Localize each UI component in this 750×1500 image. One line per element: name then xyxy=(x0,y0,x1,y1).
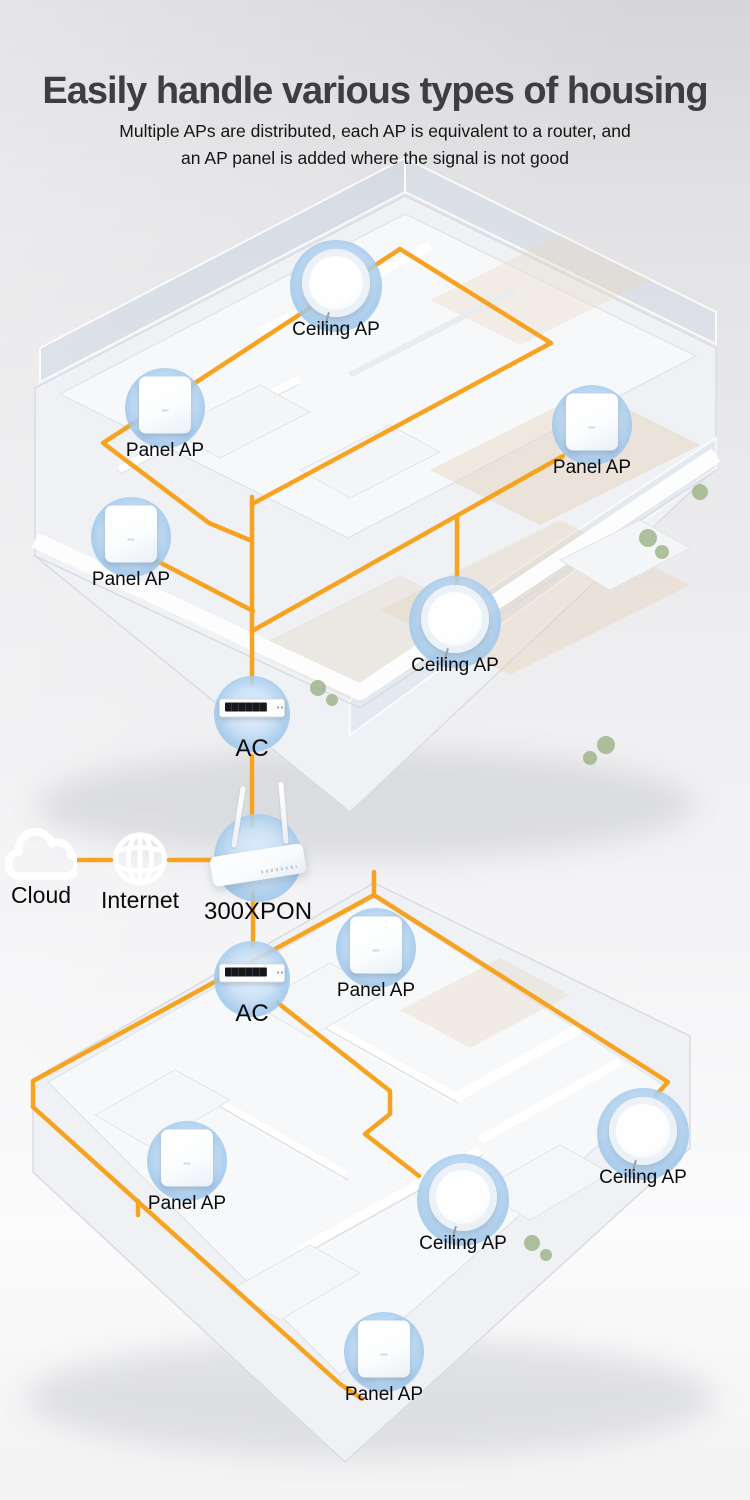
ac-label: AC xyxy=(235,1000,269,1027)
panel-ap-icon xyxy=(161,1129,213,1187)
panel-ap-marker-upper-2: Panel AP xyxy=(552,385,632,478)
ceiling-ap-icon xyxy=(429,1163,497,1232)
ceiling-ap-marker-upper-2: Ceiling AP xyxy=(409,576,501,676)
network-line-lower-left xyxy=(30,892,377,1402)
panel-ap-icon xyxy=(350,916,402,974)
ap-label: Ceiling AP xyxy=(292,319,380,340)
globe-icon xyxy=(113,832,167,886)
subtitle-line-1: Multiple APs are distributed, each AP is… xyxy=(119,121,631,141)
ac-controller-upper: AC xyxy=(214,676,290,762)
poe-switch-icon xyxy=(219,963,285,983)
ap-label: Panel AP xyxy=(91,569,171,590)
ceiling-ap-marker-upper-1: Ceiling AP xyxy=(290,240,382,340)
network-line-upper-left xyxy=(100,246,403,544)
panel-ap-icon xyxy=(105,505,157,563)
panel-ap-icon xyxy=(139,376,191,434)
ceiling-ap-icon xyxy=(302,249,370,318)
panel-ap-marker-lower-3: Panel AP xyxy=(344,1312,424,1405)
ceiling-ap-marker-lower-2: Ceiling AP xyxy=(417,1154,509,1254)
network-line-upper-right xyxy=(249,246,554,507)
router-node: 300XPON xyxy=(204,781,312,925)
router-label: 300XPON xyxy=(203,898,313,925)
ac-label: AC xyxy=(235,735,269,762)
panel-ap-marker-lower-1: Panel AP xyxy=(336,908,416,1001)
page-subtitle: Multiple APs are distributed, each AP is… xyxy=(0,118,750,172)
ceiling-ap-icon xyxy=(421,585,489,654)
ap-label: Ceiling AP xyxy=(411,655,499,676)
panel-ap-marker-upper-3: Panel AP xyxy=(91,497,171,590)
internet-node: Internet xyxy=(101,830,179,913)
internet-label: Internet xyxy=(101,887,179,913)
ac-controller-lower: AC xyxy=(214,941,290,1027)
ceiling-ap-icon xyxy=(609,1097,677,1166)
header: Easily handle various types of housing M… xyxy=(0,0,750,172)
ap-label: Panel AP xyxy=(125,440,205,461)
ap-label: Ceiling AP xyxy=(419,1233,507,1254)
poe-switch-icon xyxy=(219,698,285,718)
network-line-lower-interior xyxy=(275,1000,422,1179)
ap-label: Panel AP xyxy=(552,457,632,478)
panel-ap-marker-upper-1: Panel AP xyxy=(125,368,205,461)
ap-label: Panel AP xyxy=(147,1193,227,1214)
ceiling-ap-marker-lower-1: Ceiling AP xyxy=(597,1088,689,1188)
cloud-node: Cloud xyxy=(4,826,82,908)
page-title: Easily handle various types of housing xyxy=(42,70,708,112)
cloud-label: Cloud xyxy=(10,882,72,908)
cloud-icon xyxy=(4,828,82,880)
network-line-panel-right xyxy=(249,453,566,634)
ap-label: Panel AP xyxy=(344,1384,424,1405)
ap-label: Ceiling AP xyxy=(599,1167,687,1188)
ap-label: Panel AP xyxy=(336,980,416,1001)
panel-ap-icon xyxy=(358,1320,410,1378)
panel-ap-marker-lower-2: Panel AP xyxy=(147,1121,227,1214)
panel-ap-icon xyxy=(566,393,618,451)
subtitle-line-2: an AP panel is added where the signal is… xyxy=(181,148,569,168)
